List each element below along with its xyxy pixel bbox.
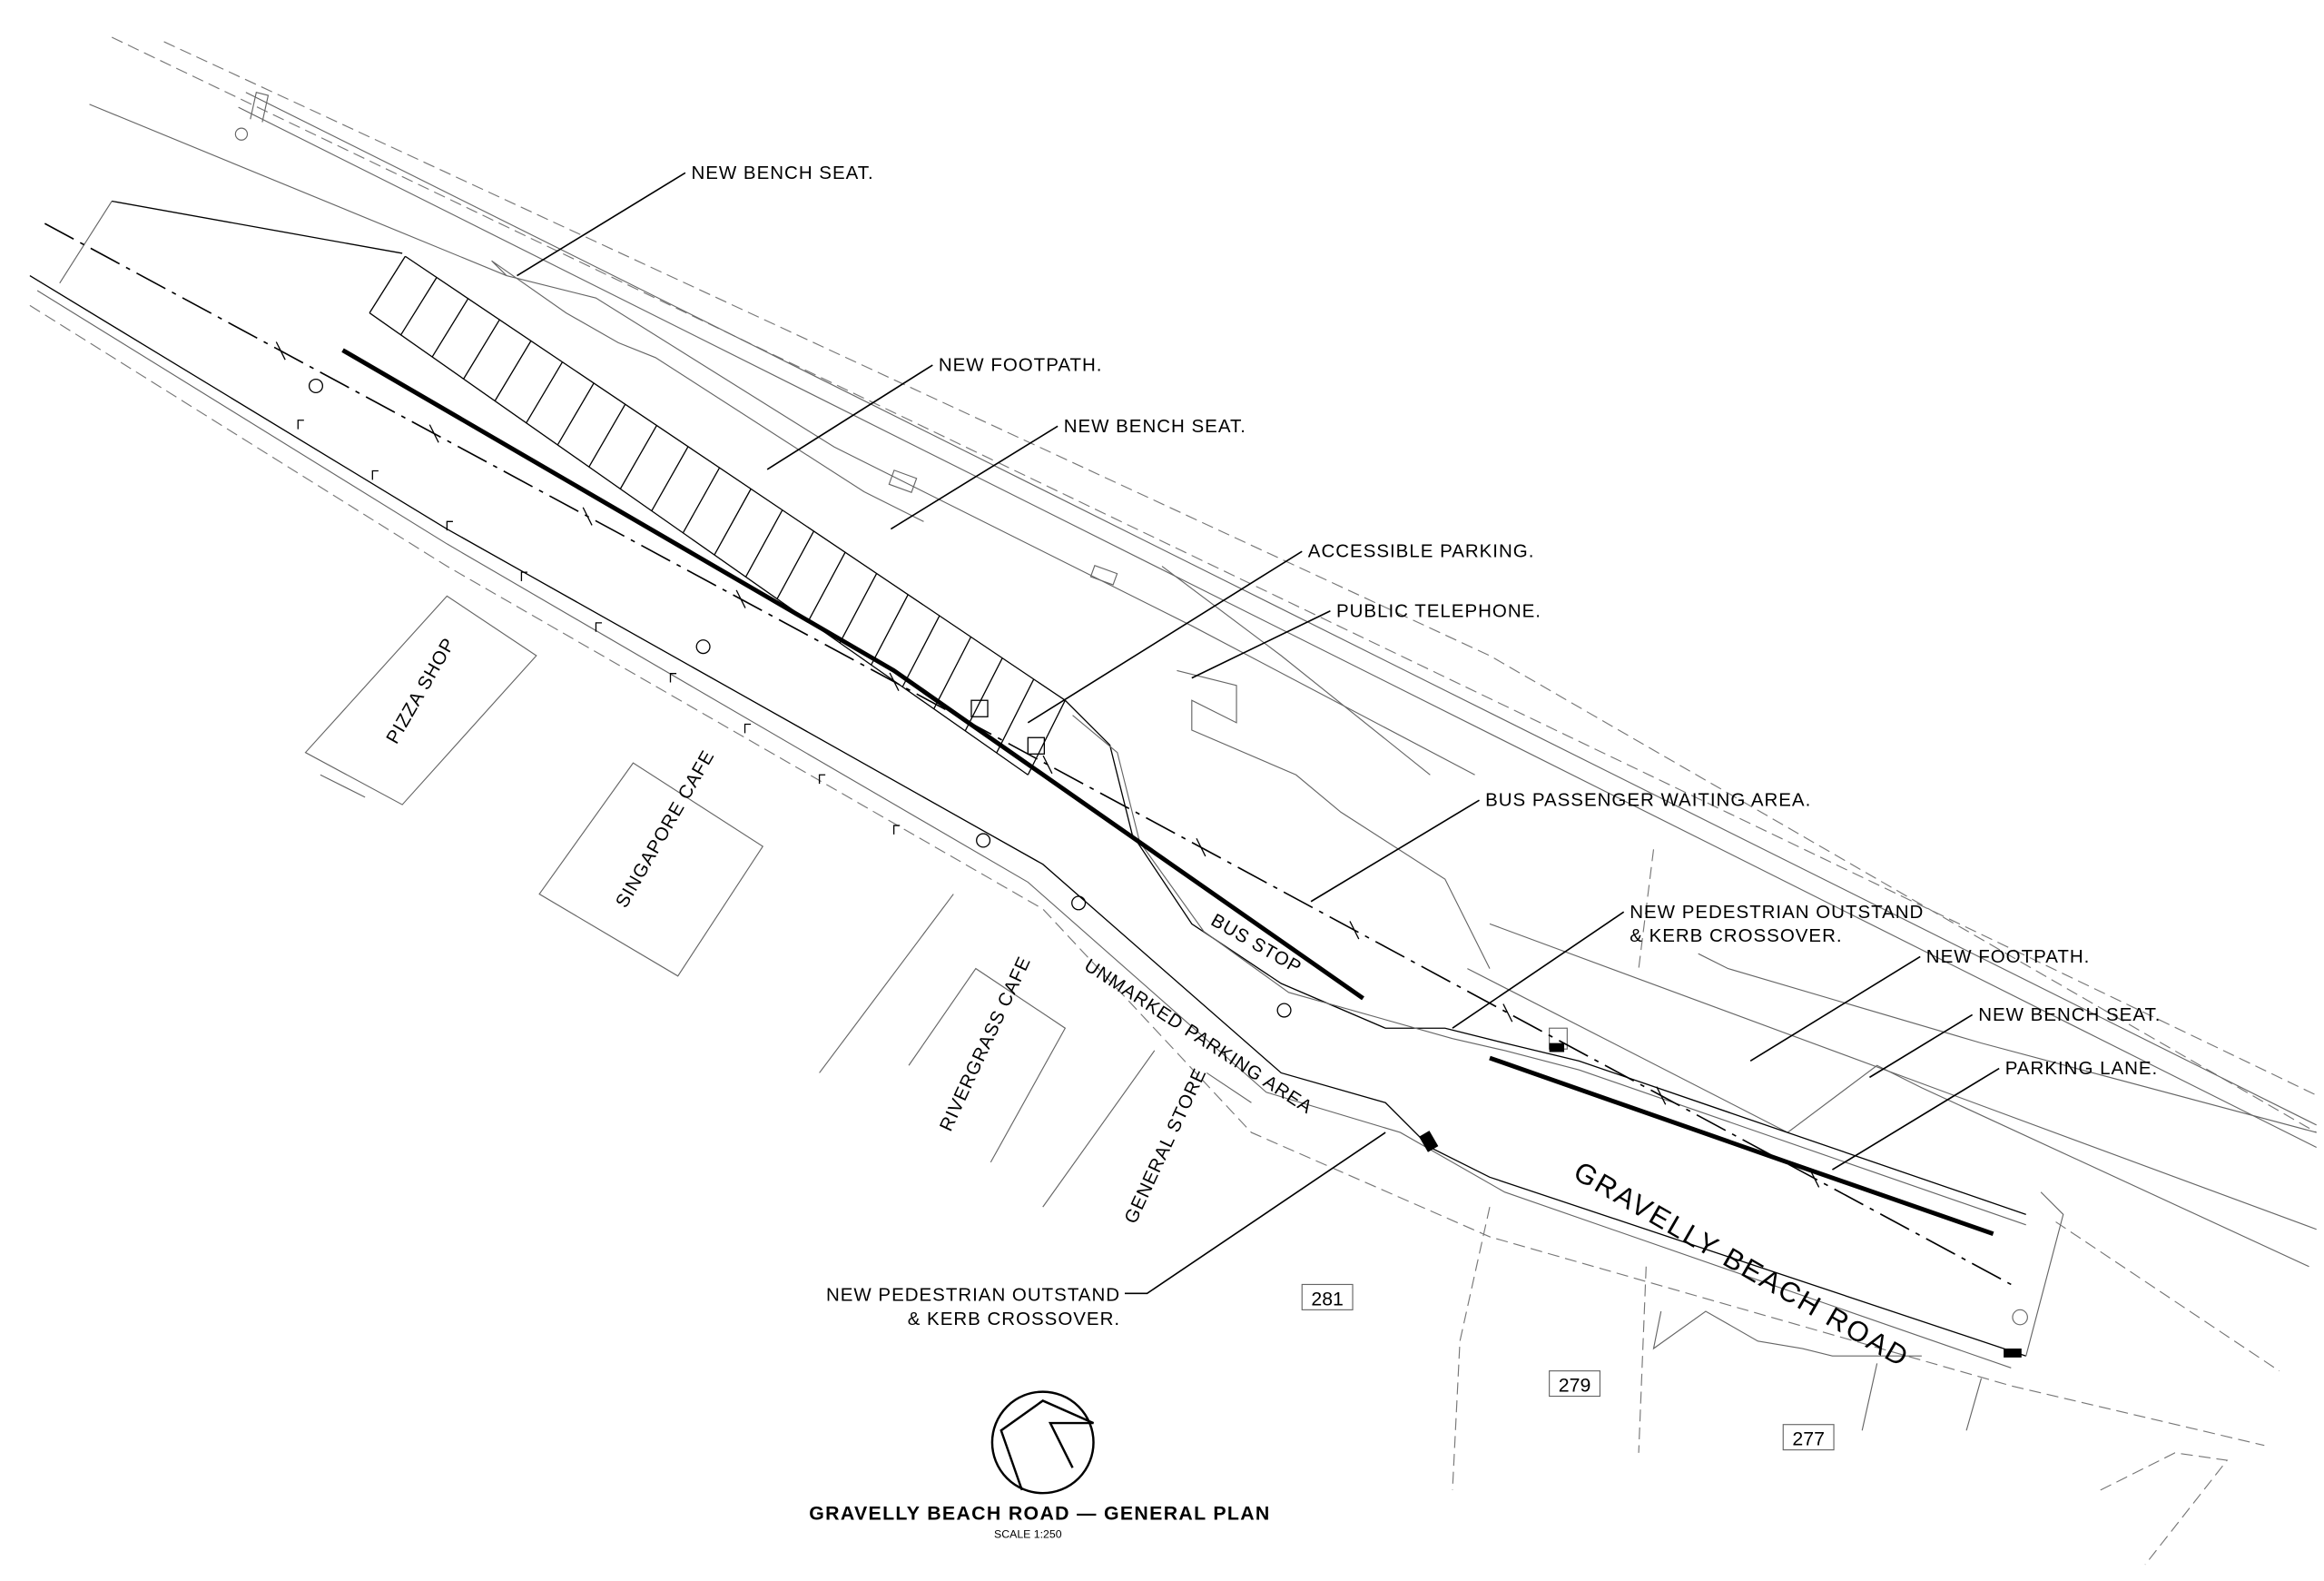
- survey-point-marker: [695, 639, 711, 655]
- survey-point-marker: [308, 378, 324, 394]
- chainage-tick: [275, 341, 286, 361]
- callout-bench-seat-1: NEW BENCH SEAT.: [691, 163, 873, 183]
- chainage-tick: [582, 507, 593, 526]
- chainage-tick: [428, 424, 439, 443]
- callout-parking-lane: PARKING LANE.: [2005, 1058, 2159, 1079]
- road-markings: [44, 222, 2012, 1286]
- svg-text:281: 281: [1311, 1288, 1344, 1309]
- bay-line: [369, 255, 406, 313]
- lane-arrow-marker: [818, 774, 826, 785]
- chainage-tick: [1349, 921, 1360, 940]
- bay-line: [526, 361, 564, 424]
- accessible-parking-bays: [970, 699, 1046, 755]
- callout-bench-seat-2: NEW BENCH SEAT.: [1064, 416, 1246, 437]
- bay-line: [964, 657, 1003, 732]
- north-arrow-icon: [990, 1390, 1095, 1495]
- bay-line: [1027, 699, 1066, 776]
- lane-arrow-marker: [669, 673, 677, 683]
- bay-line: [463, 319, 500, 380]
- callout-bus-waiting-area: BUS PASSENGER WAITING AREA.: [1485, 790, 1811, 811]
- bay-line: [619, 425, 657, 489]
- chainage-tick: [1196, 837, 1206, 857]
- survey-point-marker: [976, 833, 991, 848]
- bay-row-edge: [405, 255, 1066, 701]
- lot-number-279: 279: [1549, 1370, 1601, 1398]
- lot-number-277: 277: [1782, 1424, 1835, 1451]
- south-side: 281 279 277: [29, 275, 2265, 1566]
- lane-arrow-marker: [446, 520, 453, 531]
- bay-line: [744, 509, 783, 578]
- bay-line: [776, 530, 814, 599]
- survey-point-marker: [1071, 895, 1087, 911]
- bay-line: [901, 615, 940, 687]
- lane-arrow-marker: [520, 571, 527, 581]
- callout-accessible-parking: ACCESSIBLE PARKING.: [1308, 541, 1535, 562]
- building-pizza-shop: PIZZA SHOP: [382, 634, 459, 747]
- chainage-tick: [889, 672, 900, 691]
- bay-line: [494, 341, 532, 401]
- callout-public-telephone: PUBLIC TELEPHONE.: [1336, 600, 1541, 621]
- lane-arrow-marker: [595, 622, 603, 632]
- bay-line: [871, 594, 909, 666]
- callout-outstand-south-line1: NEW PEDESTRIAN OUTSTAND: [826, 1285, 1120, 1306]
- bay-line: [996, 678, 1035, 754]
- building-rivergrass-cafe: RIVERGRASS CAFE: [936, 954, 1035, 1135]
- callout-outstand-south-line2: & KERB CROSSOVER.: [908, 1309, 1120, 1329]
- bay-line: [839, 573, 878, 644]
- callout-outstand-north-line1: NEW PEDESTRIAN OUTSTAND: [1630, 902, 1924, 923]
- building-general-store: GENERAL STORE: [1120, 1065, 1210, 1227]
- bay-line: [807, 551, 846, 622]
- bay-line: [556, 382, 595, 446]
- bay-line: [400, 277, 438, 336]
- parking-bays: [369, 255, 1066, 776]
- bay-line: [651, 446, 689, 511]
- drawing-title: GRAVELLY BEACH ROAD — GENERAL PLAN: [809, 1503, 1270, 1525]
- chainage-tick: [735, 589, 746, 608]
- survey-point-marker: [1276, 1003, 1292, 1018]
- chainage-tick: [1502, 1003, 1513, 1023]
- chainage-tick: [1042, 755, 1053, 775]
- bay-line: [682, 467, 721, 534]
- callouts: NEW BENCH SEAT. NEW FOOTPATH. NEW BENCH …: [517, 163, 2161, 1329]
- bay-line: [933, 637, 972, 709]
- svg-text:277: 277: [1792, 1428, 1825, 1450]
- chainage-tick: [1656, 1086, 1667, 1105]
- boundary-lines: [59, 36, 2317, 1372]
- lane-arrow-marker: [371, 469, 379, 480]
- callout-footpath-2: NEW FOOTPATH.: [1926, 946, 2091, 967]
- lot-number-281: 281: [1301, 1283, 1354, 1310]
- callout-outstand-north-line2: & KERB CROSSOVER.: [1630, 925, 1842, 946]
- bay-line: [588, 403, 626, 468]
- chainage-tick: [1809, 1169, 1820, 1188]
- lane-arrow-marker: [297, 420, 304, 430]
- bay-row-edge: [369, 312, 1029, 776]
- callout-bench-seat-3: NEW BENCH SEAT.: [1978, 1004, 2161, 1025]
- svg-text:279: 279: [1559, 1375, 1591, 1397]
- lane-arrow-marker: [743, 723, 752, 734]
- bay-line: [714, 489, 752, 556]
- north-side: [1064, 699, 2026, 1226]
- bay-line: [431, 298, 469, 358]
- drawing-scale: SCALE 1:250: [994, 1527, 1062, 1540]
- callout-footpath-1: NEW FOOTPATH.: [939, 355, 1103, 376]
- lane-arrow-marker: [892, 825, 901, 835]
